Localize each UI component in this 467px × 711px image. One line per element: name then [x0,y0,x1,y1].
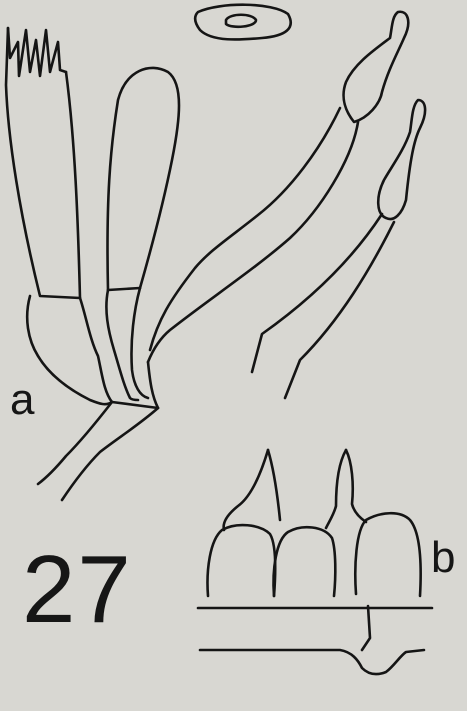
panel-label-a: a [10,378,34,422]
spore-section [195,5,291,40]
panel-label-b: b [431,536,455,580]
figure-number: 27 [22,542,133,638]
cystidium-middle [107,68,179,290]
basidium-left [6,28,80,298]
basidia-row [198,450,432,674]
subhymenial-hyphae [27,288,158,500]
cystidia-right [148,12,425,398]
